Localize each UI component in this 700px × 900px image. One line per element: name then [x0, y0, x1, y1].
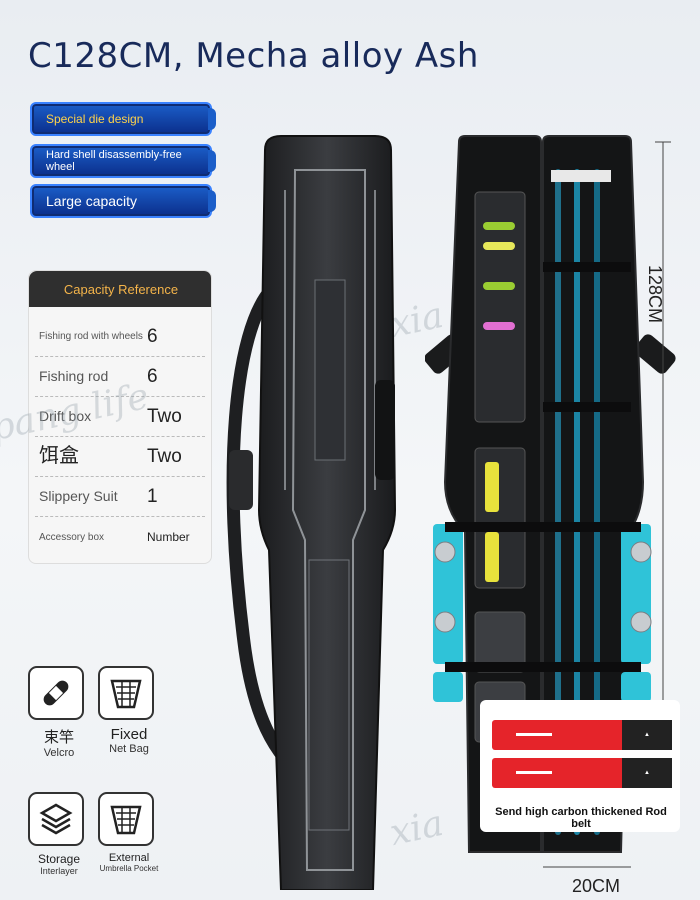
tag-special-die-design: Special die design	[30, 102, 216, 136]
width-dimension-label: 20CM	[572, 876, 621, 896]
feature-main-label: Fixed	[110, 726, 148, 743]
rod-belt: ▲	[492, 720, 672, 750]
capacity-row: Fishing rod 6	[35, 357, 205, 397]
capacity-row: Fishing rod with wheels 6	[35, 317, 205, 357]
capacity-label: Fishing rod with wheels	[39, 331, 143, 342]
bandage-icon	[28, 666, 84, 720]
capacity-value: Two	[147, 445, 182, 467]
feature-storage-interlayer: Storage Interlayer	[28, 792, 90, 876]
feature-main-label: 束竿	[43, 729, 74, 746]
tag-large-capacity: Large capacity	[30, 184, 216, 218]
capacity-label: Drift box	[39, 408, 92, 424]
capacity-label: Fishing rod	[39, 368, 109, 384]
feature-main-label: Storage	[37, 852, 81, 866]
capacity-row: Slippery Suit 1	[35, 477, 205, 517]
capacity-value: 6	[147, 365, 158, 387]
feature-sub-label: Velcro	[43, 747, 75, 759]
rod-belt: ▲	[492, 758, 672, 788]
capacity-header: Capacity Reference	[29, 271, 211, 307]
tag-hard-shell: Hard shell disassembly-free wheel	[30, 144, 216, 178]
capacity-label: Slippery Suit	[39, 488, 118, 504]
closed-rod-bag-illustration	[226, 135, 397, 890]
feature-sub-label: Interlayer	[40, 866, 78, 876]
page-title: C128CM, Mecha alloy Ash	[28, 36, 479, 76]
rod-belt-card: ▲ ▲ Send high carbon thickened Rod belt	[480, 700, 680, 832]
capacity-label: 饵盒	[39, 445, 79, 467]
open-rod-bag-illustration	[425, 135, 676, 868]
capacity-value: Number	[147, 530, 190, 544]
capacity-reference-table: Capacity Reference Fishing rod with whee…	[28, 270, 212, 564]
capacity-row: Accessory box Number	[35, 517, 205, 557]
capacity-row: 饵盒 Two	[35, 437, 205, 477]
feature-main-label: External	[108, 852, 150, 864]
belt-logo-icon: ▲	[622, 720, 672, 750]
capacity-value: 6	[147, 325, 158, 347]
feature-sub-label: Net Bag	[109, 743, 149, 755]
feature-fixed-net-bag: Fixed Net Bag	[98, 666, 160, 755]
feature-velcro: 束竿 Velcro	[28, 666, 90, 759]
feature-sub-label: Umbrella Pocket	[99, 864, 159, 873]
height-dimension-label: 128CM	[645, 265, 665, 324]
layers-icon	[28, 792, 84, 846]
feature-external-umbrella-pocket: External Umbrella Pocket	[98, 792, 160, 873]
capacity-row: Drift box Two	[35, 397, 205, 437]
belt-caption: Send high carbon thickened Rod belt	[495, 806, 667, 830]
net-bag-icon	[98, 792, 154, 846]
belt-logo-icon: ▲	[622, 758, 672, 788]
capacity-label: Accessory box	[39, 531, 105, 543]
capacity-value: 1	[147, 485, 158, 507]
belt-stripe	[516, 733, 552, 736]
net-bag-icon	[98, 666, 154, 720]
belt-stripe	[516, 771, 552, 774]
capacity-value: Two	[147, 405, 182, 427]
